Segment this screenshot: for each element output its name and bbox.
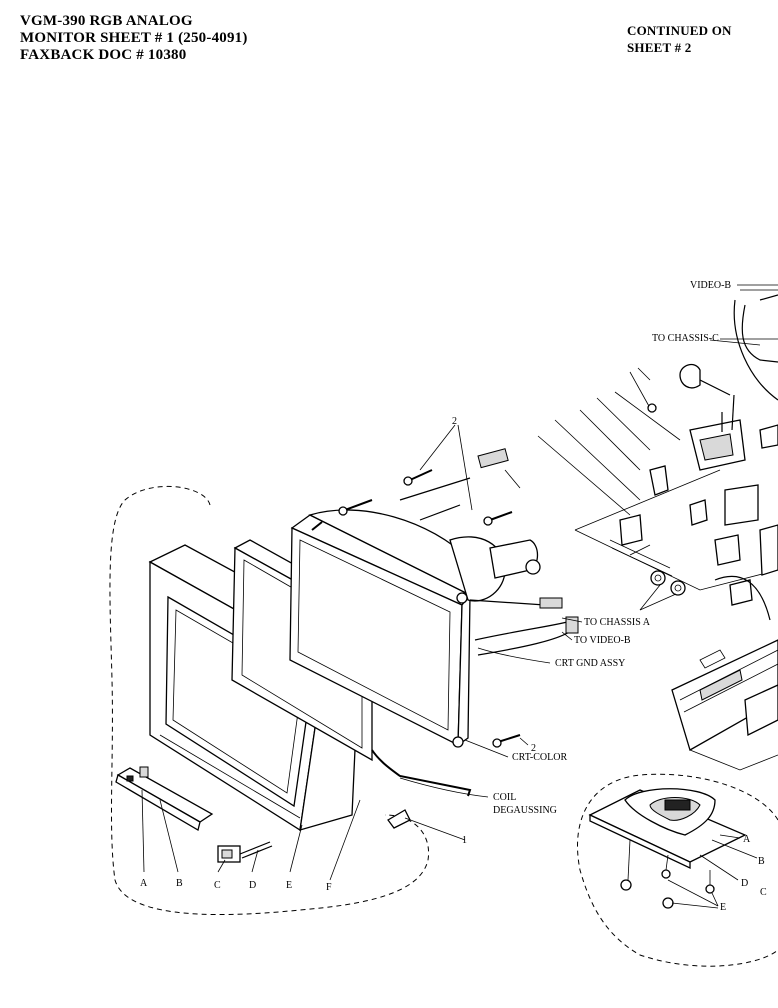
bottom-left-leaders	[141, 789, 361, 881]
label-crt-gnd-assy: CRT GND ASSY	[555, 658, 625, 669]
title-line-faxback: FAXBACK DOC # 10380	[20, 47, 187, 63]
title-line-sheet: MONITOR SHEET # 1 (250-4091)	[20, 30, 248, 46]
main-chassis	[574, 289, 778, 621]
label-video-b-top: VIDEO-B	[690, 280, 731, 291]
part-letter-d-left: D	[249, 880, 256, 891]
top-screws	[311, 424, 521, 531]
part-letter-c-right: C	[760, 887, 767, 898]
continued-line-2: SHEET # 2	[627, 40, 692, 55]
control-switch	[217, 841, 273, 863]
coil-clip	[387, 809, 466, 841]
continued-note: CONTINUED ON SHEET # 2	[627, 22, 732, 56]
continued-line-1: CONTINUED ON	[627, 23, 732, 38]
label-number-1: 1	[462, 835, 467, 846]
front-assembly-dashed-outline	[109, 485, 430, 916]
video-board	[671, 639, 778, 771]
part-letter-a-right: A	[743, 834, 751, 845]
tilt-swivel-base	[588, 788, 758, 909]
title-line-model: VGM-390 RGB ANALOG	[20, 13, 193, 29]
label-number-2-mid: 2	[531, 743, 536, 754]
callout-leaders	[399, 284, 778, 798]
label-degaussing: DEGAUSSING	[493, 805, 557, 816]
label-to-chassis-a: TO CHASSIS A	[584, 617, 651, 628]
label-to-chassis-c: TO CHASSIS-C	[652, 333, 719, 344]
degaussing-coil-wire	[371, 749, 472, 797]
center-screw	[492, 734, 529, 748]
label-number-2-top: 2	[452, 416, 457, 427]
part-letter-a-left: A	[140, 878, 148, 889]
crt-tube	[289, 509, 541, 748]
label-to-video-b: TO VIDEO-B	[574, 635, 631, 646]
document-title: VGM-390 RGB ANALOG MONITOR SHEET # 1 (25…	[20, 13, 248, 64]
part-letter-b-left: B	[176, 878, 183, 889]
tilt-base-dashed-outline	[577, 773, 778, 967]
part-letter-d-right: D	[741, 878, 748, 889]
part-letter-e-left: E	[286, 880, 292, 891]
crt-ground-assembly	[469, 597, 579, 656]
label-coil: COIL	[493, 792, 516, 803]
chassis-small-parts	[537, 367, 681, 516]
part-letter-b-right: B	[758, 856, 765, 867]
front-button-bar	[115, 766, 214, 831]
part-letter-e-right: E	[720, 902, 726, 913]
part-letter-c-left: C	[214, 880, 221, 891]
label-crt-color: CRT-COLOR	[512, 752, 567, 763]
part-letter-f-left: F	[326, 882, 332, 893]
